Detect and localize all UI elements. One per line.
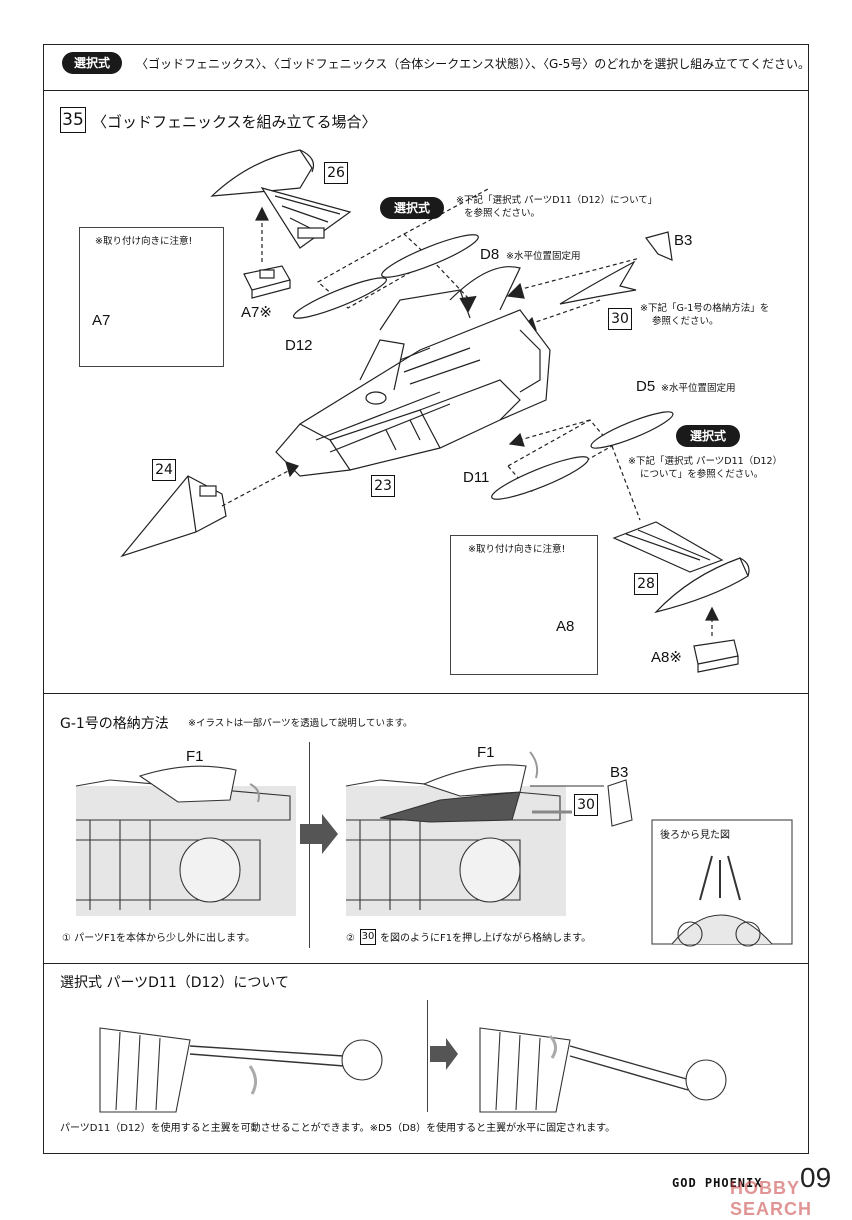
block-a7 [243,265,291,299]
note-box-a7 [79,227,224,367]
g1-left-label-f1: F1 [186,748,204,765]
watermark: HOBBY SEARCH [730,1178,813,1219]
header-text: 〈ゴッドフェニックス〉、〈ゴッドフェニックス（合体シークエンス状態）〉、〈G-5… [136,57,810,71]
part-28: 28 [634,573,658,595]
label-a8x: A8※ [651,649,682,666]
note-a7-caption: ※取り付け向きに注意! [95,236,193,247]
step-number: 35 [60,107,86,133]
divider-header [43,90,809,91]
part30-note-1: ※下記「G-1号の格納方法」を [640,303,770,314]
label-d5-note: ※水平位置固定用 [661,383,736,394]
g1-right-label-f1: F1 [477,744,495,761]
fuselage-main [275,266,551,477]
part-24: 24 [152,459,176,481]
g1-caption-2-text: を図のようにF1を押し上げながら格納します。 [380,933,592,944]
label-d8: D8 [480,246,500,263]
select-bottom-note-2: について」を参照ください。 [640,469,764,480]
divider-g1 [43,693,809,694]
label-b3: B3 [674,232,693,249]
select-section-title: 選択式 パーツD11（D12）について [60,975,289,991]
page-number: 09 [800,1162,832,1193]
footer-title: GOD PHOENIX [672,1176,763,1190]
label-d11: D11 [463,469,490,486]
header-badge: 選択式 [62,52,122,74]
select-section-caption: パーツD11（D12）を使用すると主翼を可動させることができます。※D5（D8）… [60,1123,616,1134]
g1-part-30: 30 [574,794,598,816]
select-bottom-note-1: ※下記「選択式 パーツD11（D12） [628,456,783,467]
select-top-note-2: を参照ください。 [464,208,541,219]
note-box-a8 [450,535,598,675]
divider-select [43,963,809,964]
step-title: 〈ゴッドフェニックスを組み立てる場合〉 [92,113,377,131]
label-d5: D5 [636,378,656,395]
select-badge-top: 選択式 [380,197,444,219]
g1-note: ※イラストは一部パーツを透過して説明しています。 [188,718,413,729]
page-frame [43,44,809,1154]
part-30: 30 [608,308,632,330]
g1-divider [309,742,310,948]
note-a7-label: A7 [92,312,111,329]
select-divider [427,1000,428,1112]
part30-note-2: 参照ください。 [652,316,719,327]
wing-upper-part [210,149,352,249]
select-top-note-1: ※下記「選択式 パーツD11（D12）について」 [456,195,658,206]
g1-caption-1: ① パーツF1を本体から少し外に出します。 [62,933,256,944]
note-a8-caption: ※取り付け向きに注意! [468,544,566,555]
label-d8-note: ※水平位置固定用 [506,251,581,262]
g1-rear-view-label: 後ろから見た図 [660,830,730,841]
note-a8-label: A8 [556,618,575,635]
g1-caption-2-part: 30 [360,929,376,945]
label-a7x: A7※ [241,304,272,321]
g1-title: G-1号の格納方法 [60,716,169,732]
part-26: 26 [324,162,348,184]
part-23: 23 [371,475,395,497]
select-badge-bottom: 選択式 [676,425,740,447]
wing-lower-part [612,521,750,614]
g1-caption-2-prefix: ② [346,933,355,944]
g1-label-b3: B3 [610,764,629,781]
label-d12: D12 [285,337,313,354]
